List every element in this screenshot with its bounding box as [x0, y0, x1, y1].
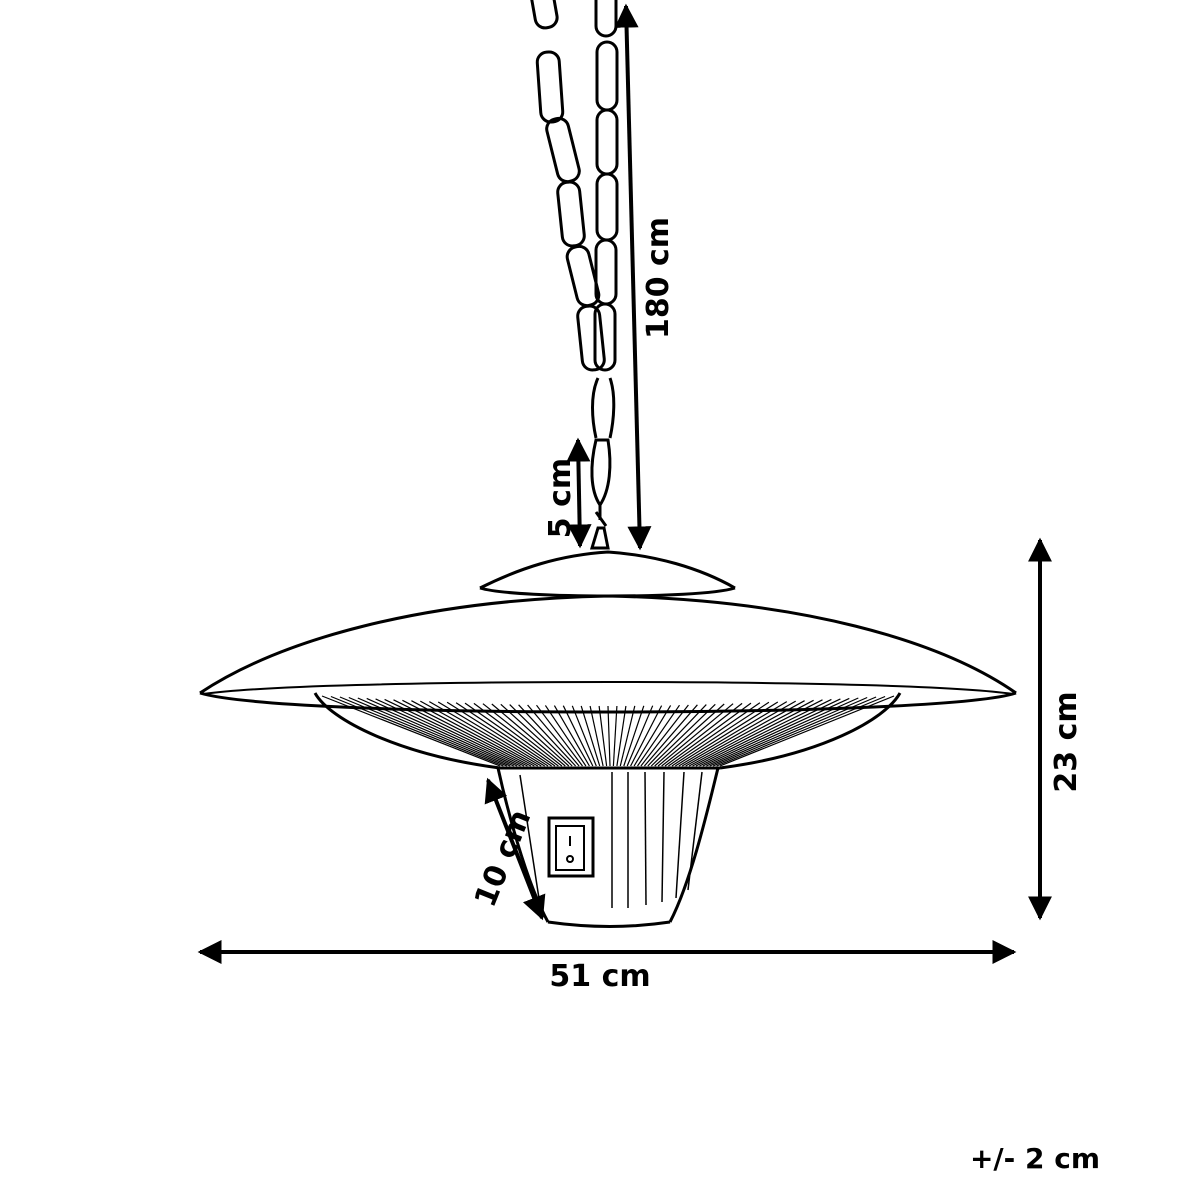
- radiator-rib: [562, 705, 594, 767]
- radiator-rib: [536, 704, 583, 767]
- radiator-rib: [393, 699, 528, 767]
- heater-dome: [199, 594, 1017, 714]
- radiator-rib: [375, 698, 521, 767]
- radiator-rib: [650, 703, 716, 767]
- width-label: 51 cm: [549, 959, 650, 994]
- dimension-lines: [197, 3, 1052, 964]
- radiator-rib: [509, 704, 573, 767]
- radiator-rib: [366, 697, 518, 767]
- radiator-rib: [699, 698, 841, 767]
- radiator-rib: [446, 701, 549, 767]
- total-height-label: 23 cm: [1049, 691, 1084, 792]
- radiator-rib: [647, 704, 707, 767]
- radiator-rib: [411, 700, 535, 767]
- radiator-rib: [664, 702, 752, 767]
- heater-base: [496, 767, 720, 928]
- radiator-rib: [598, 705, 608, 767]
- radiator-rib: [580, 705, 601, 767]
- radiator-rib: [589, 705, 604, 767]
- radiator-rib: [692, 699, 823, 767]
- radiator-rib: [661, 702, 743, 767]
- radiator-rib: [339, 696, 508, 767]
- radiator-rib: [348, 696, 511, 767]
- radiator-rib: [491, 703, 566, 767]
- radiator-rib: [544, 705, 587, 767]
- radiator-rib: [688, 699, 814, 767]
- radiator-rib: [657, 703, 734, 767]
- radiator-rib: [709, 696, 868, 767]
- base-height-label: 10 cm: [468, 805, 538, 912]
- hook: [589, 377, 616, 550]
- radiator-rib: [482, 703, 563, 767]
- chain-length-line: [614, 3, 652, 551]
- radiator-rib: [455, 702, 552, 767]
- radiator-rib: [473, 702, 559, 767]
- radiator-rib: [633, 705, 672, 767]
- power-switch: [547, 816, 595, 878]
- radiator-rib: [500, 703, 570, 767]
- radiator-rib: [321, 695, 501, 767]
- radiator-rib: [357, 697, 515, 767]
- radiator-rib: [402, 699, 532, 767]
- hook-length-line: [566, 437, 592, 549]
- radiator-rib: [630, 705, 663, 767]
- radiator-rib: [706, 697, 859, 767]
- radiator-rib: [668, 702, 761, 767]
- radiator-rib: [464, 702, 556, 767]
- radiator-rib: [671, 701, 770, 767]
- base-height-line: [484, 777, 546, 921]
- chain: [527, 0, 619, 372]
- radiator-rib: [518, 704, 577, 767]
- radiator-rib: [702, 697, 850, 767]
- radiator-ring: [313, 692, 902, 770]
- radiator-rib: [607, 705, 611, 767]
- radiator-rib: [553, 705, 590, 767]
- radiator-rib: [712, 696, 877, 767]
- tolerance-note: +/- 2 cm: [969, 1142, 1100, 1175]
- radiator-rib: [716, 695, 886, 767]
- radiator-rib: [330, 695, 504, 767]
- radiator-rib: [527, 704, 580, 767]
- hook-length-label: 5 cm: [543, 458, 578, 538]
- heater-top: [479, 550, 736, 598]
- chain-length-label: 180 cm: [641, 217, 676, 339]
- radiator-rib: [681, 700, 796, 767]
- radiator-rib: [616, 705, 627, 767]
- radiator-rib: [571, 705, 597, 767]
- radiator-rib: [685, 700, 805, 767]
- radiator-rib: [429, 701, 542, 767]
- radiator-rib: [619, 705, 636, 767]
- radiator-rib: [695, 698, 832, 767]
- radiator-rib: [623, 705, 645, 767]
- radiator-rib: [654, 703, 725, 767]
- radiator-rib: [626, 705, 654, 767]
- radiator-rib: [420, 700, 539, 767]
- radiator-rib: [637, 704, 680, 767]
- radiator-rib: [437, 701, 546, 767]
- radiator-rib: [640, 704, 689, 767]
- radiator-rib: [674, 701, 779, 767]
- radiator-rib: [678, 701, 788, 767]
- radiator-rib: [643, 704, 698, 767]
- radiator-rib: [719, 695, 895, 767]
- radiator-rib: [612, 705, 618, 767]
- radiator-rib: [384, 698, 525, 767]
